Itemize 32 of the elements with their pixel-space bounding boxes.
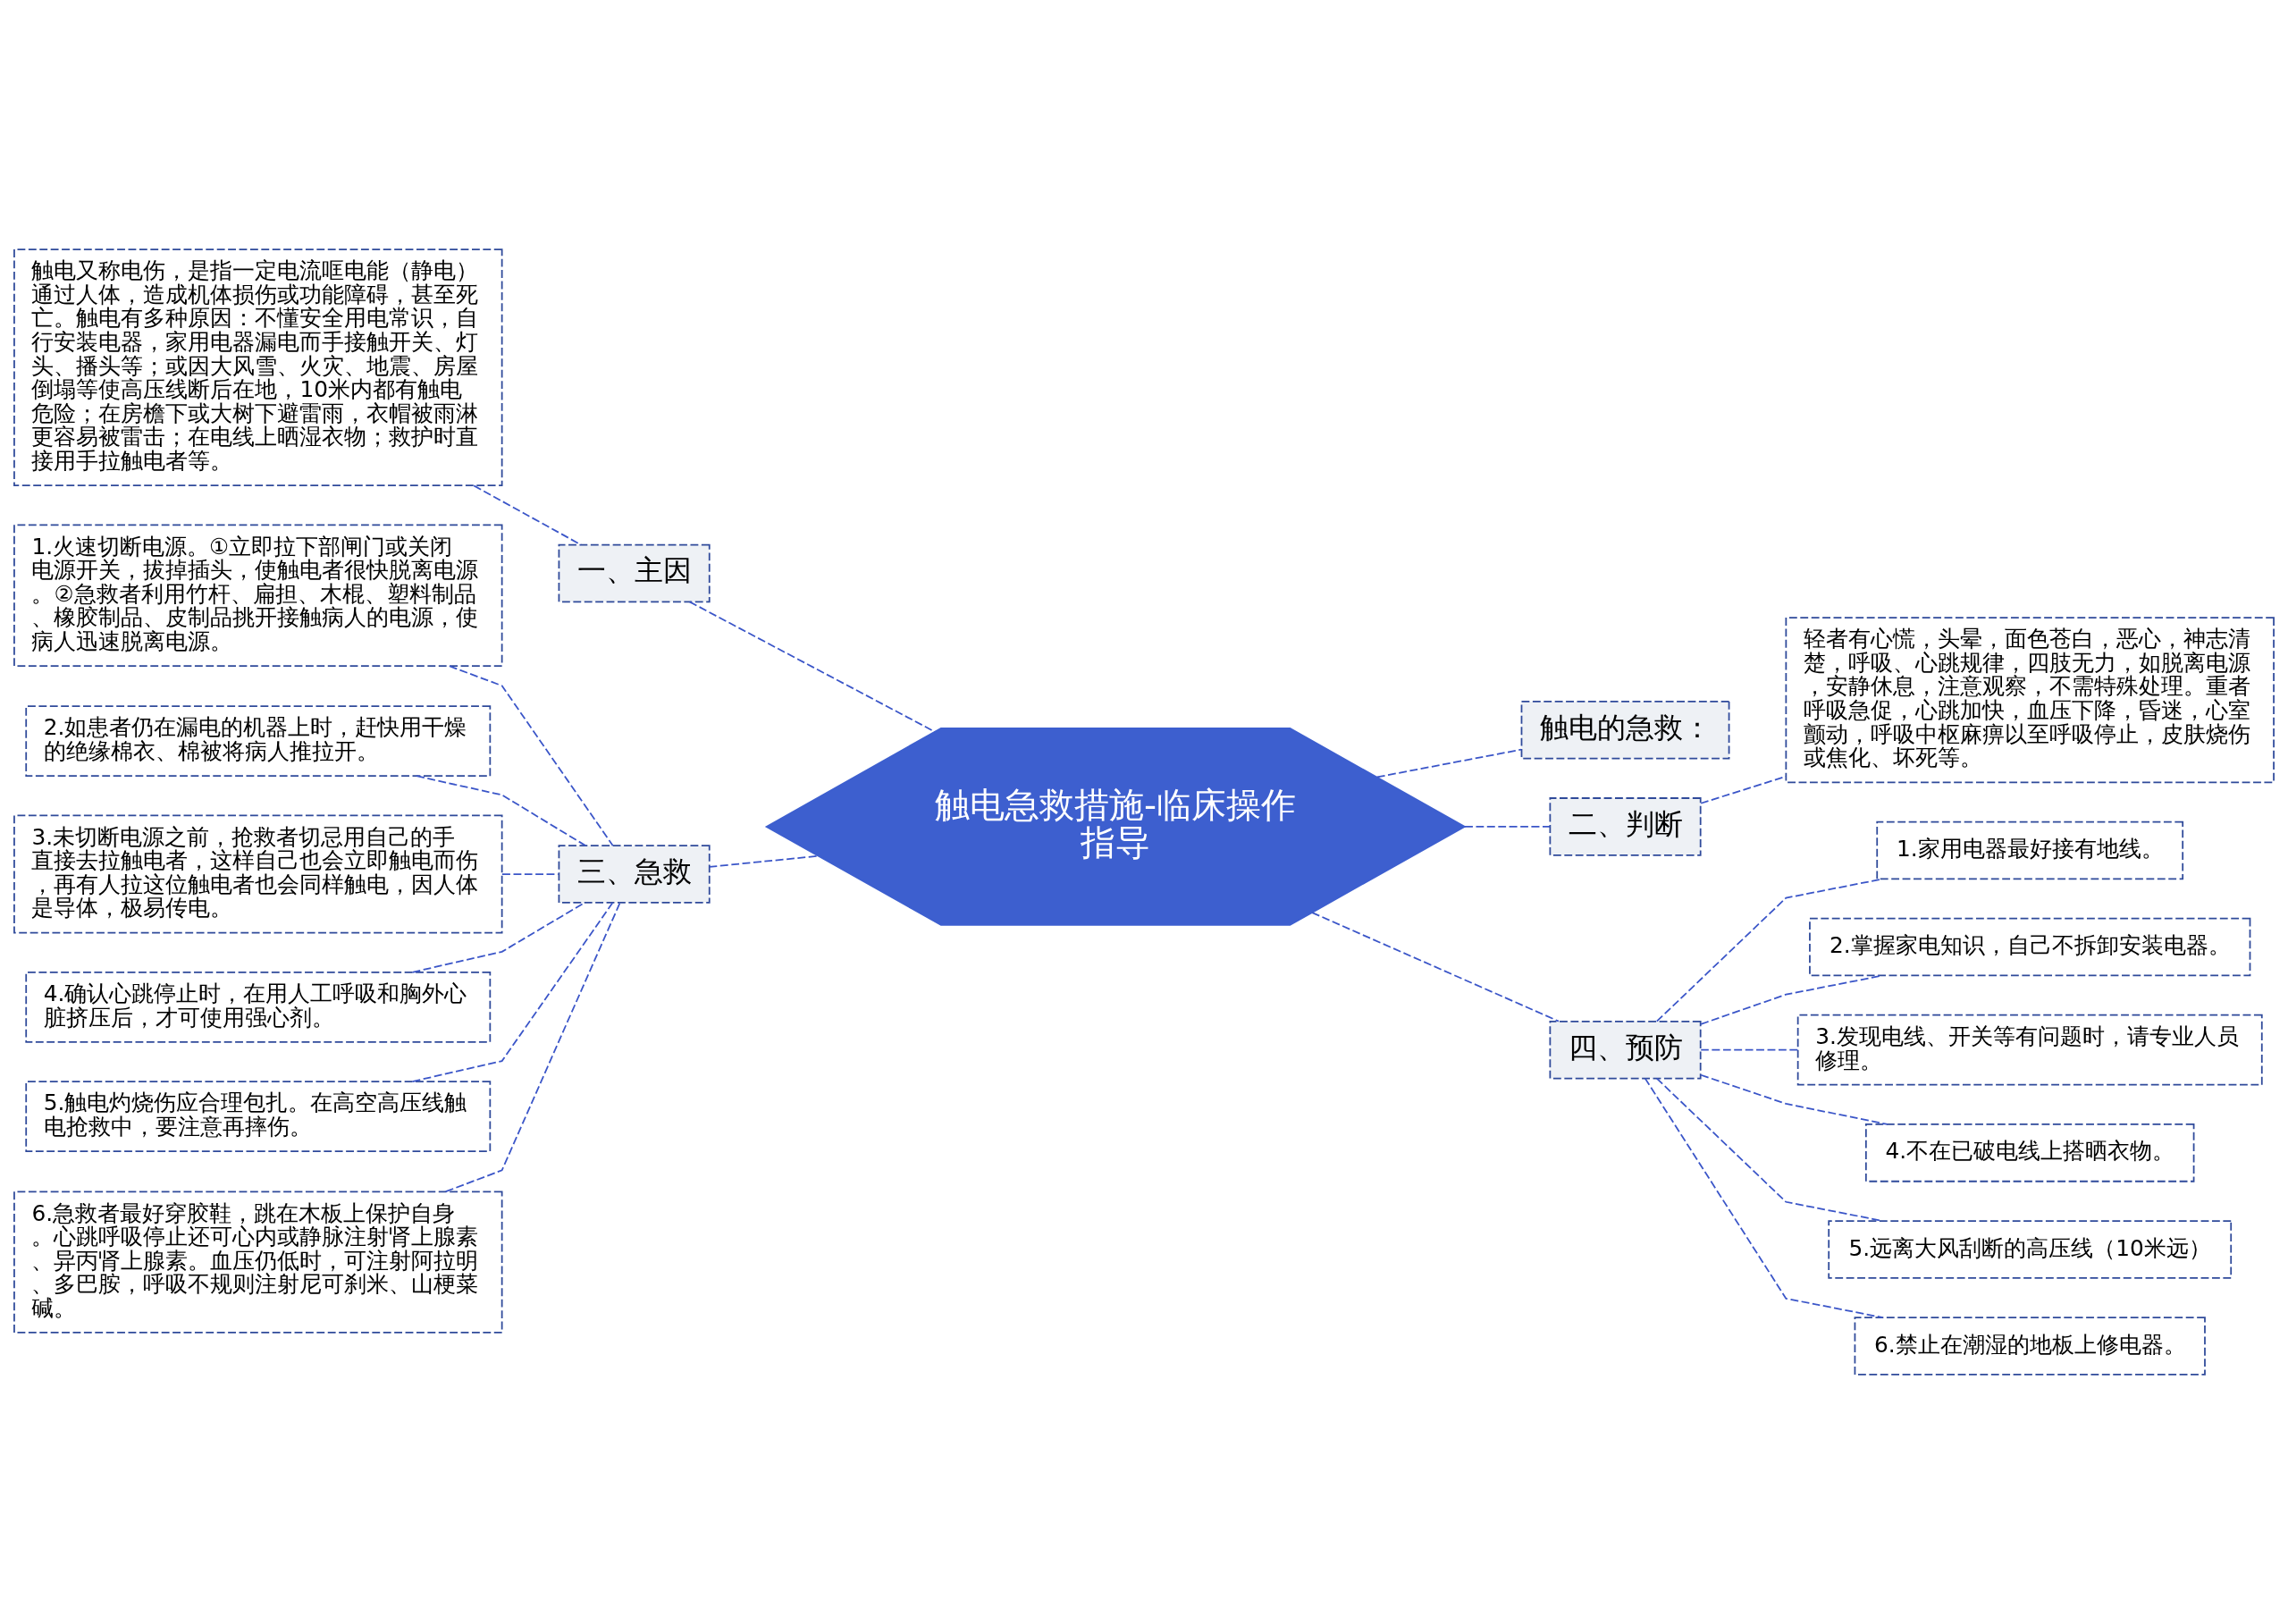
node-box: 5.触电灼烧伤应合理包扎。在高空高压线触电抢救中，要注意再摔伤。 [25, 1081, 492, 1152]
node-box: 轻者有心慌，头晕，面色苍白，恶心，神志清楚，呼吸、心跳规律，四肢无力，如脱离电源，安静休息，注意观察，不需特殊处理。重者呼吸急促，心跳加快，血压下降，昏迷，心室颤动，呼吸中枢麻痹以至呼吸停止，皮肤烧伤或焦化、坏死等。 [1785, 617, 2275, 784]
connector [1700, 1048, 1799, 1051]
node-box: 三、急救 [558, 845, 711, 904]
node-box: 3.发现电线、开关等有问题时，请专业人员修理。 [1796, 1014, 2263, 1086]
node-box: 一、主因 [558, 543, 711, 603]
node-box: 6.禁止在潮湿的地板上修电器。 [1854, 1317, 2206, 1376]
node-box: 6.急救者最好穿胶鞋，跳在木板上保护自身。心跳呼吸停止还可心内或静脉注射肾上腺素、异丙肾上腺素。血压仍低时，可注射阿拉明、多巴胺，呼吸不规则注射尼可刹米、山梗菜碱。 [13, 1191, 503, 1334]
connector [1375, 748, 1523, 778]
node-box: 4.不在已破电线上搭晒衣物。 [1864, 1123, 2195, 1182]
node-box: 3.未切断电源之前，抢救者切忌用自己的手直接去拉触电者，这样自己也会立即触电而伤，再有人拉这位触电者也会同样触电，因人体是导体，极易传电。 [13, 814, 503, 934]
connector [416, 775, 586, 846]
connector [448, 665, 614, 846]
node-box: 二、判断 [1549, 797, 1702, 856]
node-box: 1.火速切断电源。①立即拉下部闸门或关闭电源开关，拔掉插头，使触电者很快脱离电源。②急救者利用竹杆、扁担、木棍、塑料制品、橡胶制品、皮制品挑开接触病人的电源，使病人迅速脱离电源。 [13, 524, 503, 667]
node-box: 触电的急救： [1520, 701, 1730, 760]
node-box: 2.掌握家电知识，自己不拆卸安装电器。 [1809, 917, 2251, 977]
connector [1700, 1073, 1888, 1125]
connector [411, 902, 585, 973]
node-box: 四、预防 [1549, 1020, 1702, 1080]
connector [501, 873, 559, 875]
node-box: 1.家用电器最好接有地线。 [1876, 820, 2184, 880]
connector [1464, 826, 1552, 828]
node-box: 触电又称电伤，是指一定电流哐电能（静电）通过人体，造成机体损伤或功能障碍，甚至死亡。触电有多种原因：不懂安全用电常识，自行安装电器，家用电器漏电而手接触开关、灯头、播头等；或因大风雪、火灾、地震、房屋倒塌等使高压线断后在地，10米内都有触电危险；在房檐下或大树下避雷雨，衣帽被雨淋更容易被雷击；在电线上晒湿衣物；救护时直接用手拉触电者等。 [13, 248, 503, 486]
connector [444, 902, 621, 1193]
node-box: 2.如患者仍在漏电的机器上时，赶快用干燥的绝缘棉衣、棉被将病人推拉开。 [25, 705, 492, 778]
node-box: 4.确认心跳停止时，在用人工呼吸和胸外心脏挤压后，才可使用强心剂。 [25, 972, 492, 1043]
node-box: 5.远离大风刮断的高压线（10米远） [1828, 1220, 2233, 1279]
connector [708, 854, 820, 868]
connector [1644, 1077, 1884, 1318]
connector [411, 902, 614, 1082]
connector [1311, 912, 1560, 1022]
